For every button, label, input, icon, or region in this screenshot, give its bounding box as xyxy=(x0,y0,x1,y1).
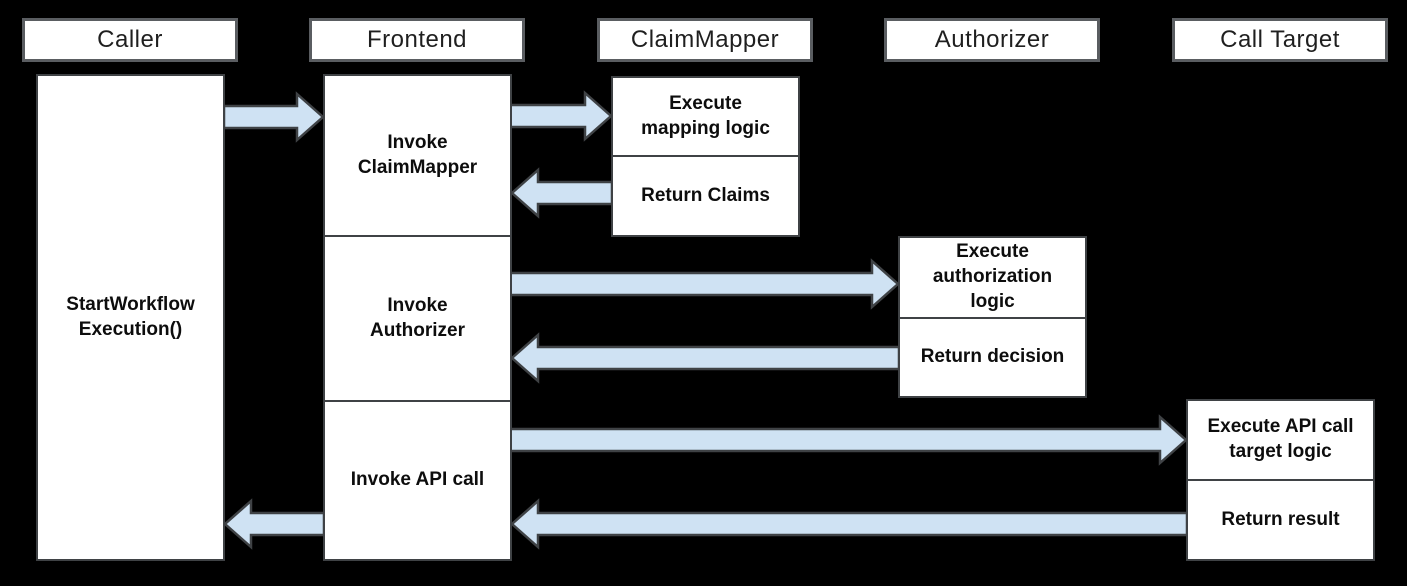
arrow-frontend-to-caller xyxy=(223,498,326,550)
arrow-caller-to-frontend xyxy=(222,91,325,143)
calltarget-activation-box: Execute API call target logic Return res… xyxy=(1186,399,1375,561)
arrow-frontend-to-claimmapper xyxy=(508,90,613,142)
step-return-claims: Return Claims xyxy=(613,155,798,235)
step-execute-authorization-logic: Execute authorization logic xyxy=(932,241,1053,312)
arrow-frontend-to-calltarget xyxy=(508,414,1188,466)
lane-header-claimmapper: ClaimMapper xyxy=(597,18,813,62)
frontend-activation-box: Invoke ClaimMapper Invoke Authorizer Inv… xyxy=(323,74,512,561)
lane-header-frontend: Frontend xyxy=(309,18,525,62)
step-execute-mapping-logic: Execute mapping logic xyxy=(641,92,770,139)
step-return-decision: Return decision xyxy=(900,317,1085,396)
claimmapper-activation-box: Execute mapping logic Return Claims xyxy=(611,76,800,237)
step-startworkflowexecution: StartWorkflow Execution() xyxy=(66,293,195,340)
arrow-calltarget-to-frontend xyxy=(510,498,1189,550)
lane-header-calltarget: Call Target xyxy=(1172,18,1388,62)
arrow-authorizer-to-frontend xyxy=(510,332,901,384)
step-invoke-claimmapper: Invoke ClaimMapper xyxy=(357,131,478,178)
authorizer-activation-box: Execute authorization logic Return decis… xyxy=(898,236,1087,398)
step-invoke-authorizer: Invoke Authorizer xyxy=(325,235,510,400)
lane-header-authorizer: Authorizer xyxy=(884,18,1100,62)
step-return-result: Return result xyxy=(1188,479,1373,559)
step-invoke-api-call: Invoke API call xyxy=(325,400,510,559)
arrow-claimmapper-to-frontend xyxy=(510,167,614,219)
arrow-frontend-to-authorizer xyxy=(508,258,900,310)
lane-header-caller: Caller xyxy=(22,18,238,62)
step-execute-api-call-target-logic: Execute API call target logic xyxy=(1207,416,1354,462)
caller-activation-box: StartWorkflow Execution() xyxy=(36,74,225,561)
